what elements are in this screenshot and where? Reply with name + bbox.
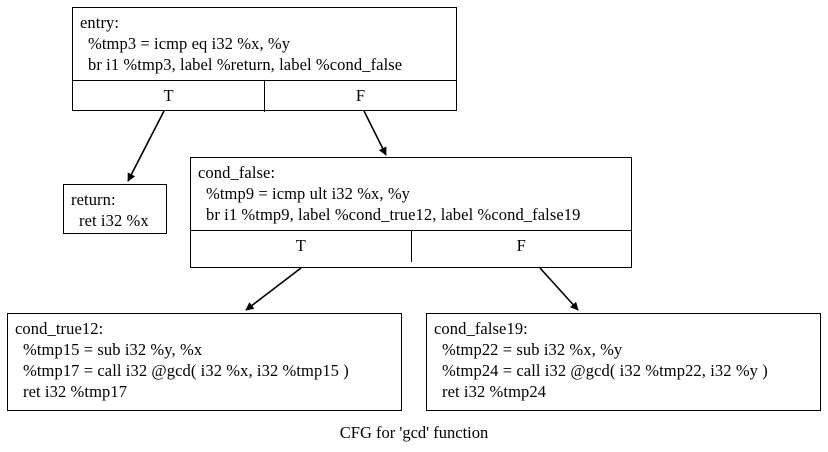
node-cond-false-body: cond_false: %tmp9 = icmp ult i32 %x, %y … (191, 158, 631, 230)
node-return[interactable]: return: ret i32 %x (63, 184, 167, 234)
node-cond-false-line-2: br i1 %tmp9, label %cond_true12, label %… (206, 205, 581, 224)
edge-entry-true-to-return (127, 110, 165, 182)
node-cond-true12-line-3: ret i32 %tmp17 (23, 382, 128, 401)
node-cond-true12-body: cond_true12: %tmp15 = sub i32 %y, %x %tm… (8, 314, 401, 407)
node-cond-false-ports: T F (191, 230, 631, 262)
node-cond-true12-label: cond_true12: (15, 319, 104, 338)
node-cond-false19-line-3: ret i32 %tmp24 (442, 382, 547, 401)
node-cond-true12-line-1: %tmp15 = sub i32 %y, %x (23, 340, 203, 359)
node-cond-false-port-true[interactable]: T (191, 231, 412, 262)
node-cond-false-port-false[interactable]: F (516, 236, 526, 256)
node-cond-false-label: cond_false: (198, 163, 276, 182)
node-cond-true12[interactable]: cond_true12: %tmp15 = sub i32 %y, %x %tm… (7, 313, 402, 411)
node-cond-false-line-1: %tmp9 = icmp ult i32 %x, %y (206, 184, 411, 203)
node-cond-false19-label: cond_false19: (434, 319, 528, 338)
edge-entry-false-to-cond-false (363, 110, 387, 156)
node-entry-line-1: %tmp3 = icmp eq i32 %x, %y (88, 34, 291, 53)
node-entry-line-2: br i1 %tmp3, label %return, label %cond_… (88, 55, 403, 74)
node-entry-body: entry: %tmp3 = icmp eq i32 %x, %y br i1 … (73, 8, 456, 80)
node-entry-port-false[interactable]: F (355, 86, 366, 106)
node-return-line-1: ret i32 %x (79, 211, 149, 230)
node-return-body: return: ret i32 %x (64, 185, 166, 236)
node-cond-true12-line-2: %tmp17 = call i32 @gcd( i32 %x, i32 %tmp… (23, 361, 349, 380)
node-entry-port-true[interactable]: T (73, 81, 265, 112)
edge-cond-false-true-to-cond-true12 (245, 267, 302, 311)
edge-cond-false-false-to-cond-false19 (539, 267, 579, 311)
node-cond-false[interactable]: cond_false: %tmp9 = icmp ult i32 %x, %y … (190, 157, 632, 268)
node-entry[interactable]: entry: %tmp3 = icmp eq i32 %x, %y br i1 … (72, 7, 457, 112)
diagram-caption: CFG for 'gcd' function (339, 423, 489, 442)
node-entry-ports: T F (73, 80, 456, 112)
node-cond-false19-body: cond_false19: %tmp22 = sub i32 %x, %y %t… (427, 314, 820, 407)
node-cond-false19-line-1: %tmp22 = sub i32 %x, %y (442, 340, 623, 359)
node-entry-label: entry: (80, 13, 120, 32)
node-return-label: return: (71, 190, 116, 209)
node-cond-false19-line-2: %tmp24 = call i32 @gcd( i32 %tmp22, i32 … (442, 361, 768, 380)
node-cond-false19[interactable]: cond_false19: %tmp22 = sub i32 %x, %y %t… (426, 313, 821, 411)
